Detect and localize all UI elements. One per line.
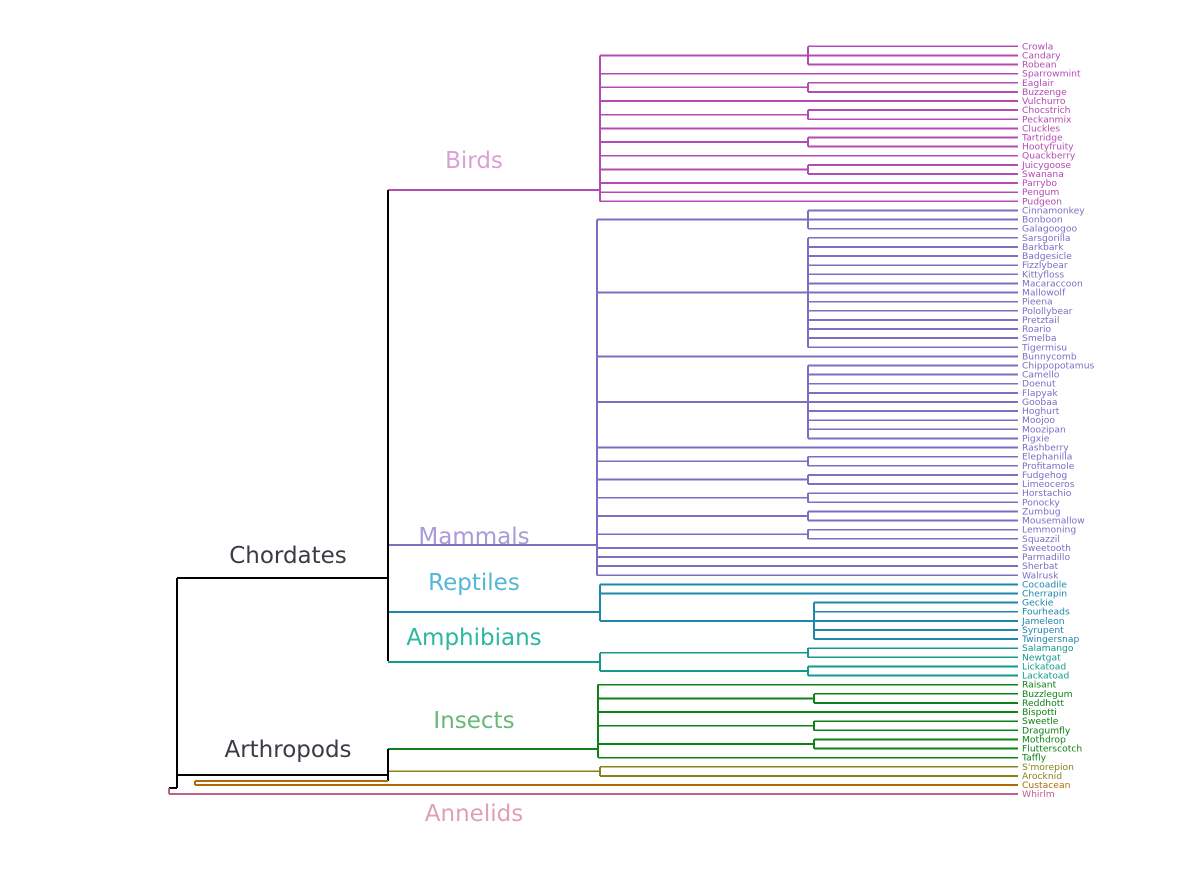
clade-label-insects: Insects [433, 708, 514, 734]
tip-label: Cocoadile [1022, 579, 1067, 590]
clade-label-amphibians: Amphibians [406, 625, 541, 651]
clade-label-annelids: Annelids [425, 801, 523, 827]
tip-label: Bunnycomb [1022, 351, 1077, 362]
clade-label-birds: Birds [445, 148, 503, 174]
tip-label: Sweetle [1022, 716, 1059, 727]
tip-label: Moozipan [1022, 424, 1066, 435]
tip-label: Sweetooth [1022, 543, 1071, 554]
tip-label: Galagoogoo [1022, 224, 1077, 235]
tip-label: Reddhott [1022, 698, 1064, 709]
tip-labels: CrowlaCandaryRobeanSparrowmintEaglairBuz… [1021, 41, 1095, 800]
tip-label: Eaglair [1022, 78, 1054, 89]
tip-label: Tigermisu [1021, 342, 1067, 353]
tip-label: Juicygoose [1021, 160, 1071, 171]
tip-label: Candary [1022, 50, 1061, 61]
tip-label: Quackberry [1022, 151, 1076, 162]
group-labels: BirdsMammalsReptilesAmphibiansInsectsAnn… [224, 148, 541, 827]
tip-label: Zumbug [1022, 506, 1061, 517]
clade-label-chordates: Chordates [229, 543, 347, 569]
tip-label: Sparrowmint [1022, 69, 1081, 80]
tip-label: Custacean [1022, 780, 1071, 791]
tip-label: Polollybear [1022, 306, 1073, 317]
tip-label: Fudgehog [1022, 470, 1067, 481]
tip-label: S'morepion [1022, 762, 1074, 773]
tip-label: Bispotti [1022, 707, 1057, 718]
tip-label: Flapyak [1022, 388, 1058, 399]
tip-label: Chocstrich [1022, 105, 1071, 116]
tip-label: Vulchurro [1022, 96, 1066, 107]
tip-label: Pigxie [1022, 433, 1050, 444]
tip-label: Walrusk [1022, 570, 1059, 581]
tip-label: Peckanmix [1022, 114, 1072, 125]
tip-label: Hoghurt [1022, 406, 1060, 417]
tip-label: Chippopotamus [1022, 361, 1095, 372]
tip-label: Salamango [1022, 643, 1074, 654]
tip-label: Horstachio [1022, 488, 1072, 499]
tip-label: Tartridge [1021, 133, 1063, 144]
tip-label: Fourheads [1022, 607, 1070, 618]
tip-label: Crowla [1022, 41, 1053, 52]
tip-label: Jameleon [1021, 616, 1065, 627]
tip-label: Hootyfruity [1022, 142, 1074, 153]
clade-label-arthropods: Arthropods [224, 737, 351, 763]
tip-label: Badgesicle [1022, 251, 1072, 262]
tip-label: Rashberry [1022, 443, 1069, 454]
tip-label: Parmadillo [1022, 552, 1070, 563]
tip-label: Barkbark [1022, 242, 1064, 253]
tip-label: Ponocky [1022, 497, 1060, 508]
tip-label: Elephanilla [1022, 452, 1072, 463]
tip-label: Pengum [1022, 187, 1059, 198]
tip-label: Newtgat [1022, 652, 1061, 663]
tip-label: Raisant [1022, 680, 1057, 691]
tip-label: Sarsgorilla [1022, 233, 1071, 244]
tip-label: Camello [1022, 370, 1060, 381]
clade-label-reptiles: Reptiles [428, 570, 520, 596]
tip-label: Parrybo [1022, 178, 1057, 189]
tip-label: Smelba [1022, 333, 1056, 344]
tip-label: Twingersnap [1021, 634, 1079, 645]
tip-label: Dragumfly [1022, 725, 1071, 736]
tip-label: Bonboon [1022, 215, 1063, 226]
clade-label-mammals: Mammals [418, 524, 529, 550]
tip-label: Cluckles [1022, 123, 1060, 134]
tip-label: Syrupent [1022, 625, 1064, 636]
tip-label: Cherrapin [1022, 589, 1067, 600]
tip-label: Limeoceros [1022, 479, 1075, 490]
tip-label: Profitamole [1022, 461, 1075, 472]
tip-label: Pieena [1022, 297, 1053, 308]
tip-label: Arocknid [1022, 771, 1062, 782]
tip-label: Sherbat [1022, 561, 1059, 572]
tip-label: Geckie [1022, 598, 1054, 609]
tip-label: Whirlm [1022, 789, 1055, 800]
tip-label: Mousemallow [1022, 516, 1085, 527]
tip-label: Buzzenge [1022, 87, 1067, 98]
tip-label: Goobaa [1022, 397, 1057, 408]
tip-label: Mothdrop [1022, 734, 1066, 745]
tip-label: Squazzil [1022, 534, 1060, 545]
tip-label: Buzzlegum [1022, 689, 1073, 700]
tip-label: Swanana [1022, 169, 1064, 180]
tip-label: Taffly [1021, 753, 1047, 764]
tip-label: Mallowolf [1022, 288, 1066, 299]
tip-label: Lemmoning [1022, 525, 1076, 536]
tip-label: Kittyfloss [1022, 269, 1064, 280]
tip-label: Robean [1022, 60, 1057, 71]
tip-label: Moojoo [1022, 415, 1055, 426]
tip-label: Pretztail [1022, 315, 1059, 326]
tip-label: Lickatoad [1022, 661, 1066, 672]
tip-label: Doenut [1022, 379, 1056, 390]
tip-label: Pudgeon [1022, 196, 1062, 207]
tip-label: Roario [1022, 324, 1052, 335]
tip-label: Fizzlybear [1022, 260, 1068, 271]
tip-label: Cinnamonkey [1022, 205, 1085, 216]
tip-label: Flutterscotch [1022, 744, 1082, 755]
tip-label: Lackatoad [1022, 671, 1069, 682]
tip-label: Macaraccoon [1022, 278, 1083, 289]
tree-branches [168, 45, 1018, 796]
